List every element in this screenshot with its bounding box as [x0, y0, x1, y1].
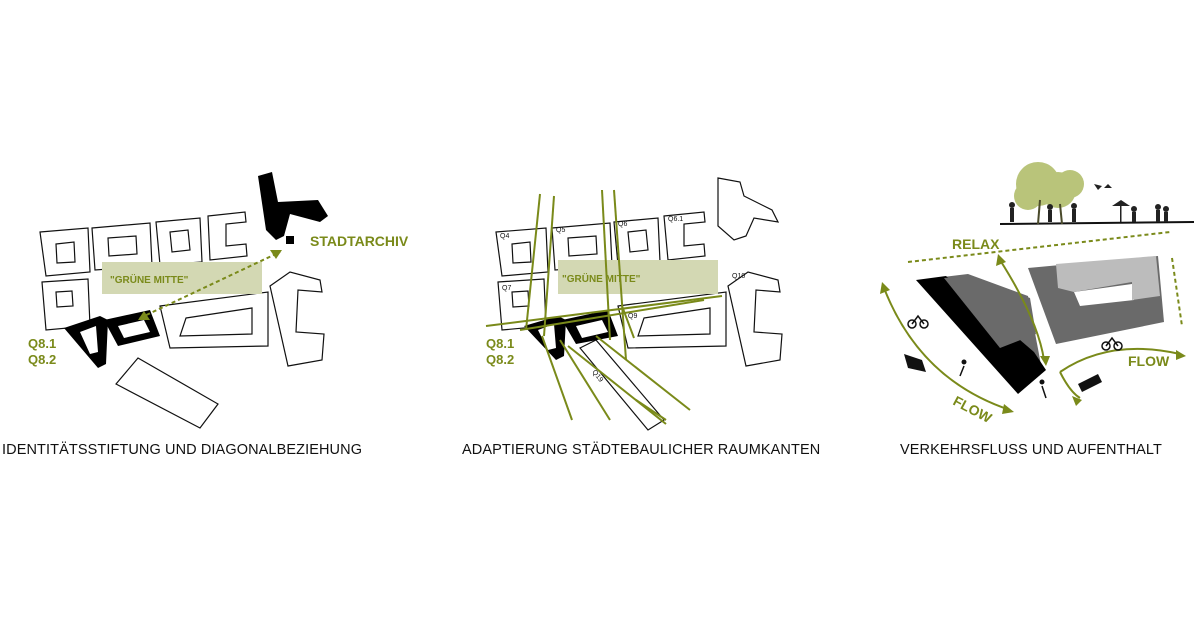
tag-q61: Q6.1 — [668, 216, 683, 223]
q82-label: Q8.2 — [28, 352, 56, 367]
relax-scene-illustration — [999, 162, 1195, 225]
caption-traffic: VERKEHRSFLUSS UND AUFENTHALT — [900, 442, 1162, 458]
right-block-light — [1056, 256, 1160, 300]
car-icon — [904, 354, 926, 372]
bicycle-icon — [907, 314, 929, 329]
tag-q19: Q19 — [590, 369, 604, 384]
tag-q7: Q7 — [502, 285, 511, 292]
left-block-inner — [944, 276, 1036, 348]
diagonal-arrowhead-top — [270, 250, 282, 259]
diagonal-arrowhead-bottom — [138, 311, 150, 320]
pedestrian-icon — [959, 359, 967, 377]
green-middle-label: "GRÜNE MITTE" — [562, 272, 641, 285]
spatial-edge-lines — [485, 189, 723, 425]
building-outlines — [39, 211, 325, 429]
q82-label: Q8.2 — [486, 352, 514, 367]
site-plan-identity: "GRÜNE MITTE" STADTARCHIV Q8.1 Q8.2 — [28, 172, 409, 429]
site-plan-adaptation: "GRÜNE MITTE" Q4 Q5 Q6 Q6.1 Q7 Q9 Q10 Q1… — [485, 177, 783, 431]
q81-label: Q8.1 — [28, 336, 56, 351]
green-middle-label: "GRÜNE MITTE" — [110, 273, 189, 286]
tag-q10: Q10 — [732, 273, 745, 280]
tag-q4: Q4 — [500, 233, 509, 240]
caption-adaptation: ADAPTIERUNG STÄDTEBAULICHER RAUMKANTEN — [462, 442, 821, 458]
tag-q5: Q5 — [556, 227, 565, 234]
green-middle-area — [102, 262, 262, 294]
flow-label-right: FLOW — [1128, 353, 1170, 369]
flow-label-left: FLOW — [951, 393, 996, 427]
stadtarchiv-label: STADTARCHIV — [310, 233, 409, 249]
flow-arrows — [883, 259, 1181, 411]
relax-dashed-edge — [1171, 257, 1183, 327]
q8-buildings — [524, 310, 618, 360]
relax-dashed-line — [907, 231, 1171, 263]
pedestrian-icon — [1039, 379, 1047, 399]
stadtarchiv-building — [258, 172, 328, 240]
caption-identity: IDENTITÄTSSTIFTUNG UND DIAGONALBEZIEHUNG — [2, 442, 363, 458]
flow-arrowheads — [880, 254, 1186, 414]
panel-traffic: RELAX FLOW FLOW — [860, 0, 1200, 640]
bicycle-icon — [1101, 336, 1123, 351]
car-icon — [1078, 374, 1102, 392]
left-block-black — [916, 276, 1046, 394]
diagonal-relation-line — [139, 251, 281, 319]
traffic-pictograms — [904, 314, 1123, 399]
site-plan-traffic: RELAX FLOW FLOW — [880, 162, 1195, 427]
stadtarchiv-dot — [286, 236, 294, 244]
q81-label: Q8.1 — [486, 336, 514, 351]
panel-adaptation: "GRÜNE MITTE" Q4 Q5 Q6 Q6.1 Q7 Q9 Q10 Q1… — [400, 0, 830, 640]
panel-identity: "GRÜNE MITTE" STADTARCHIV Q8.1 Q8.2 IDEN… — [0, 0, 409, 640]
building-outlines — [495, 177, 783, 431]
tag-q9: Q9 — [628, 313, 637, 320]
tag-q6: Q6 — [618, 221, 627, 228]
relax-label: RELAX — [952, 236, 1000, 252]
green-middle-area — [558, 260, 718, 294]
